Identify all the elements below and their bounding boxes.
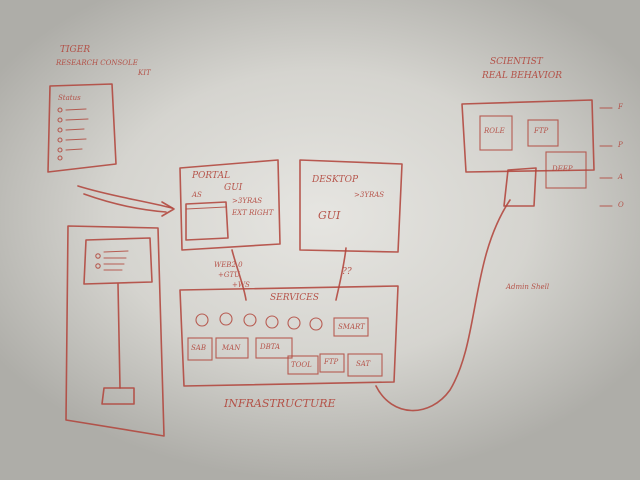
list-card-outline [47, 83, 117, 173]
right-margin-3: A [618, 173, 624, 181]
box-tool-label: TOOL [291, 361, 312, 369]
arrow-note-left-2: +GTU [218, 271, 241, 279]
list-card-header: Status [58, 94, 81, 102]
right-margin-4: O [618, 201, 624, 209]
box-sat-outline [347, 353, 383, 377]
box-dbta-outline [255, 337, 293, 359]
left-panel-screen [83, 237, 153, 285]
desktop-gui: GUI [318, 209, 341, 222]
portal-title: PORTAL [192, 171, 231, 181]
box-ftp-label: FTP [324, 358, 339, 366]
box-role-label: ROLE [484, 127, 505, 135]
flow-arrowhead [161, 201, 175, 217]
services-circles [195, 312, 323, 331]
scientist-connector-box [503, 167, 537, 207]
portal-note-1: >3YRAS [232, 197, 263, 205]
portal-note-2: EXT RIGHT [232, 209, 274, 217]
right-margin-1: F [618, 103, 623, 111]
box-smart-outline [333, 317, 369, 337]
portal-tab: AS [192, 191, 202, 199]
portal-inner-window [185, 201, 229, 241]
box-role-outline [479, 115, 513, 151]
arrow-note-left-3: +WS [232, 281, 250, 289]
box-sab-label: SAB [191, 344, 206, 352]
scientist-title-1: SCIENTIST [490, 57, 543, 67]
box-sat-label: SAT [356, 360, 371, 368]
admin-curve [375, 199, 511, 412]
box-dbta-label: DBTA [260, 343, 281, 351]
scientist-outline [461, 99, 595, 173]
tl-title-3: KIT [138, 69, 151, 77]
portal-sub: GUI [224, 183, 243, 193]
box-sab-outline [187, 337, 213, 361]
desktop-services-arrow [335, 247, 347, 301]
box-man-label: MAN [222, 344, 241, 352]
desktop-outline [299, 159, 403, 253]
box-ftp-outline [319, 353, 345, 373]
portal-outline [179, 159, 281, 251]
left-panel-stem [117, 283, 121, 389]
box-ftp2-outline [527, 119, 559, 147]
box-smart-label: SMART [338, 323, 365, 331]
arrow-note-left-1: WEB2.0 [214, 261, 243, 269]
flow-arrow-1 [77, 185, 173, 209]
box-deep-outline [545, 151, 587, 189]
infrastructure-label: INFRASTRUCTURE [224, 397, 336, 410]
right-margin-ticks [599, 107, 613, 207]
services-outline [179, 285, 399, 387]
scientist-title-2: REAL BEHAVIOR [482, 71, 562, 81]
desktop-title: DESKTOP [312, 175, 359, 185]
services-title: SERVICES [270, 293, 319, 303]
box-deep-label: DEEP [552, 165, 573, 173]
right-margin-2: P [618, 141, 623, 149]
box-tool-outline [287, 355, 319, 375]
list-card-bullets [57, 107, 89, 161]
tl-title-2: RESEARCH CONSOLE [56, 59, 138, 67]
left-panel-base [101, 387, 135, 405]
tl-title-1: TIGER [60, 45, 91, 55]
desktop-note: >3YRAS [354, 191, 385, 199]
box-man-outline [215, 337, 249, 359]
flow-arrow-2 [83, 193, 167, 213]
arrow-note-right: ?? [342, 267, 352, 277]
left-panel-screen-lines [95, 250, 129, 271]
left-panel-outline [65, 225, 165, 437]
admin-label: Admin Shell [506, 283, 550, 291]
portal-services-arrow [231, 249, 247, 301]
box-ftp2-label: FTP [534, 127, 549, 135]
